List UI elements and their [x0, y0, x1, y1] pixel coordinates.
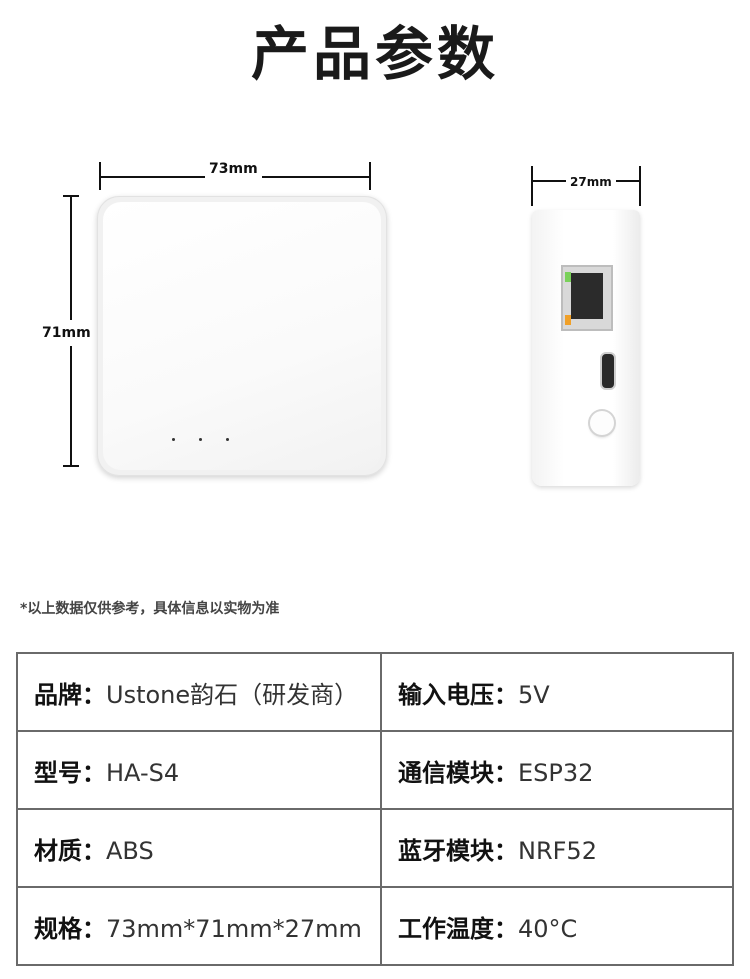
- spec-cell: 工作温度：40°C: [380, 886, 734, 966]
- spec-value: ESP32: [518, 758, 594, 787]
- spec-label: 通信模块：: [398, 758, 518, 787]
- ethernet-yellow-led: [565, 315, 571, 325]
- reset-button-icon: [590, 411, 614, 435]
- spec-value: HA-S4: [106, 758, 180, 787]
- table-row: 型号：HA-S4 通信模块：ESP32: [16, 730, 734, 810]
- status-led-dot: [226, 438, 229, 441]
- page-title: 产品参数: [250, 20, 499, 88]
- table-row: 规格：73mm*71mm*27mm 工作温度：40°C: [16, 886, 734, 966]
- depth-dim-tick-right: [639, 166, 641, 206]
- spec-label: 型号：: [34, 758, 106, 787]
- width-dim-tick-right: [369, 162, 371, 190]
- device-side-view: [532, 210, 640, 486]
- spec-label: 材质：: [34, 836, 106, 865]
- spec-value: 40°C: [518, 914, 578, 943]
- spec-cell: 材质：ABS: [16, 808, 382, 888]
- ethernet-socket: [571, 273, 603, 319]
- width-dim-label: 73mm: [205, 160, 262, 178]
- height-dim-tick-top: [63, 195, 79, 197]
- ethernet-port-icon: [561, 265, 613, 331]
- spec-value: 73mm*71mm*27mm: [106, 914, 362, 943]
- spec-value: 5V: [518, 680, 550, 709]
- spec-cell: 输入电压：5V: [380, 652, 734, 732]
- spec-label: 输入电压：: [398, 680, 518, 709]
- spec-label: 蓝牙模块：: [398, 836, 518, 865]
- spec-label: 工作温度：: [398, 914, 518, 943]
- spec-cell: 型号：HA-S4: [16, 730, 382, 810]
- usb-port-icon: [600, 352, 616, 390]
- spec-value: Ustone韵石（研发商）: [106, 680, 359, 709]
- spec-cell: 品牌：Ustone韵石（研发商）: [16, 652, 382, 732]
- height-dim-tick-bottom: [63, 465, 79, 467]
- spec-label: 品牌：: [34, 680, 106, 709]
- disclaimer-note: *以上数据仅供参考，具体信息以实物为准: [20, 601, 280, 617]
- depth-dim-label: 27mm: [566, 173, 616, 191]
- depth-dim-tick-left: [531, 166, 533, 206]
- table-row: 材质：ABS 蓝牙模块：NRF52: [16, 808, 734, 888]
- device-front-view: [97, 196, 387, 476]
- status-led-dot: [172, 438, 175, 441]
- spec-value: NRF52: [518, 836, 597, 865]
- device-front-face: [103, 202, 381, 470]
- spec-label: 规格：: [34, 914, 106, 943]
- ethernet-green-led: [565, 272, 571, 282]
- spec-cell: 规格：73mm*71mm*27mm: [16, 886, 382, 966]
- table-row: 品牌：Ustone韵石（研发商） 输入电压：5V: [16, 652, 734, 732]
- height-dim-label: 71mm: [42, 320, 91, 346]
- spec-cell: 蓝牙模块：NRF52: [380, 808, 734, 888]
- spec-value: ABS: [106, 836, 154, 865]
- spec-cell: 通信模块：ESP32: [380, 730, 734, 810]
- width-dim-tick-left: [99, 162, 101, 190]
- spec-table: 品牌：Ustone韵石（研发商） 输入电压：5V 型号：HA-S4 通信模块：E…: [16, 652, 734, 966]
- status-led-dot: [199, 438, 202, 441]
